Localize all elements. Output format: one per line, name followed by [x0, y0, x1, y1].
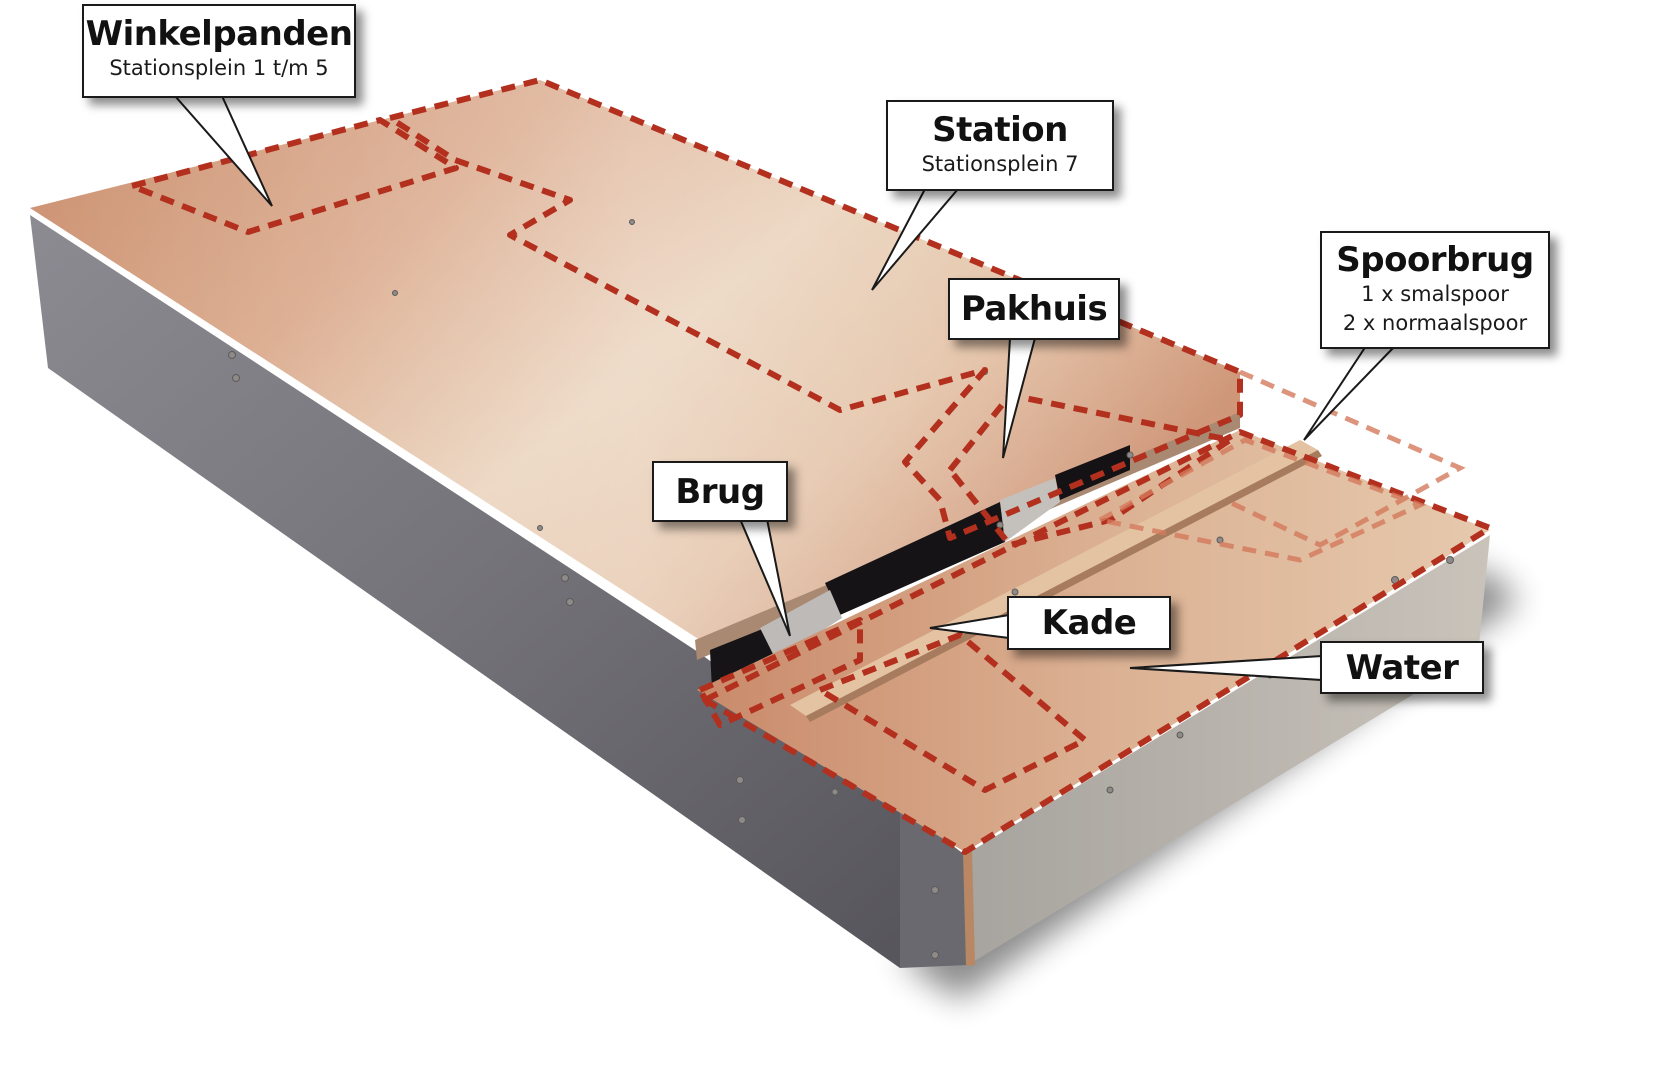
- callout-winkelpanden: Winkelpanden Stationsplein 1 t/m 5: [82, 4, 356, 98]
- left-side-panel: [30, 215, 900, 968]
- channel-wall-light-2: [1000, 478, 1060, 542]
- outline-lower-deck: [702, 429, 1493, 855]
- outline-spoorbrug: [1223, 369, 1466, 548]
- callout-spoorbrug: Spoorbrug 1 x smalspoor 2 x normaalspoor: [1320, 231, 1550, 349]
- callout-kade: Kade: [1007, 596, 1171, 650]
- channel-opening-2: [825, 502, 1005, 615]
- station-address: Stationsplein 7: [921, 152, 1079, 176]
- kade-title: Kade: [1041, 603, 1137, 643]
- spoorbrug-standard-gauge: 2 x normaalspoor: [1342, 311, 1528, 335]
- channel-opening-1: [710, 628, 775, 690]
- station-title: Station: [932, 110, 1068, 150]
- outline-water: [1092, 437, 1427, 563]
- channel-wall-light: [760, 590, 842, 660]
- callout-station: Station Stationsplein 7: [886, 100, 1114, 191]
- callout-pakhuis: Pakhuis: [948, 278, 1120, 340]
- callout-water: Water: [1320, 641, 1484, 694]
- brug-title: Brug: [675, 472, 765, 512]
- outline-winkelpanden: [129, 117, 459, 235]
- front-side-panel: [695, 650, 968, 968]
- spoorbrug-title: Spoorbrug: [1336, 240, 1534, 280]
- winkelpanden-address: Stationsplein 1 t/m 5: [109, 56, 329, 80]
- outline-kade-block: [817, 632, 1088, 793]
- callout-brug: Brug: [652, 461, 788, 522]
- outline-brug: [697, 617, 863, 728]
- quay-strip: [790, 440, 1318, 716]
- outline-upper-block: [387, 77, 1243, 541]
- wood-edge-strip: [963, 852, 975, 966]
- parcel-outlines-faded: [1092, 369, 1466, 563]
- quay-strip-shadow: [806, 450, 1322, 722]
- pakhuis-title: Pakhuis: [960, 289, 1108, 329]
- winkelpanden-title: Winkelpanden: [85, 14, 353, 54]
- spoorbrug-narrow-gauge: 1 x smalspoor: [1361, 282, 1509, 306]
- pointer-spoorbrug: [1303, 345, 1398, 441]
- water-title: Water: [1345, 648, 1459, 688]
- callout-pointers: [172, 95, 1398, 682]
